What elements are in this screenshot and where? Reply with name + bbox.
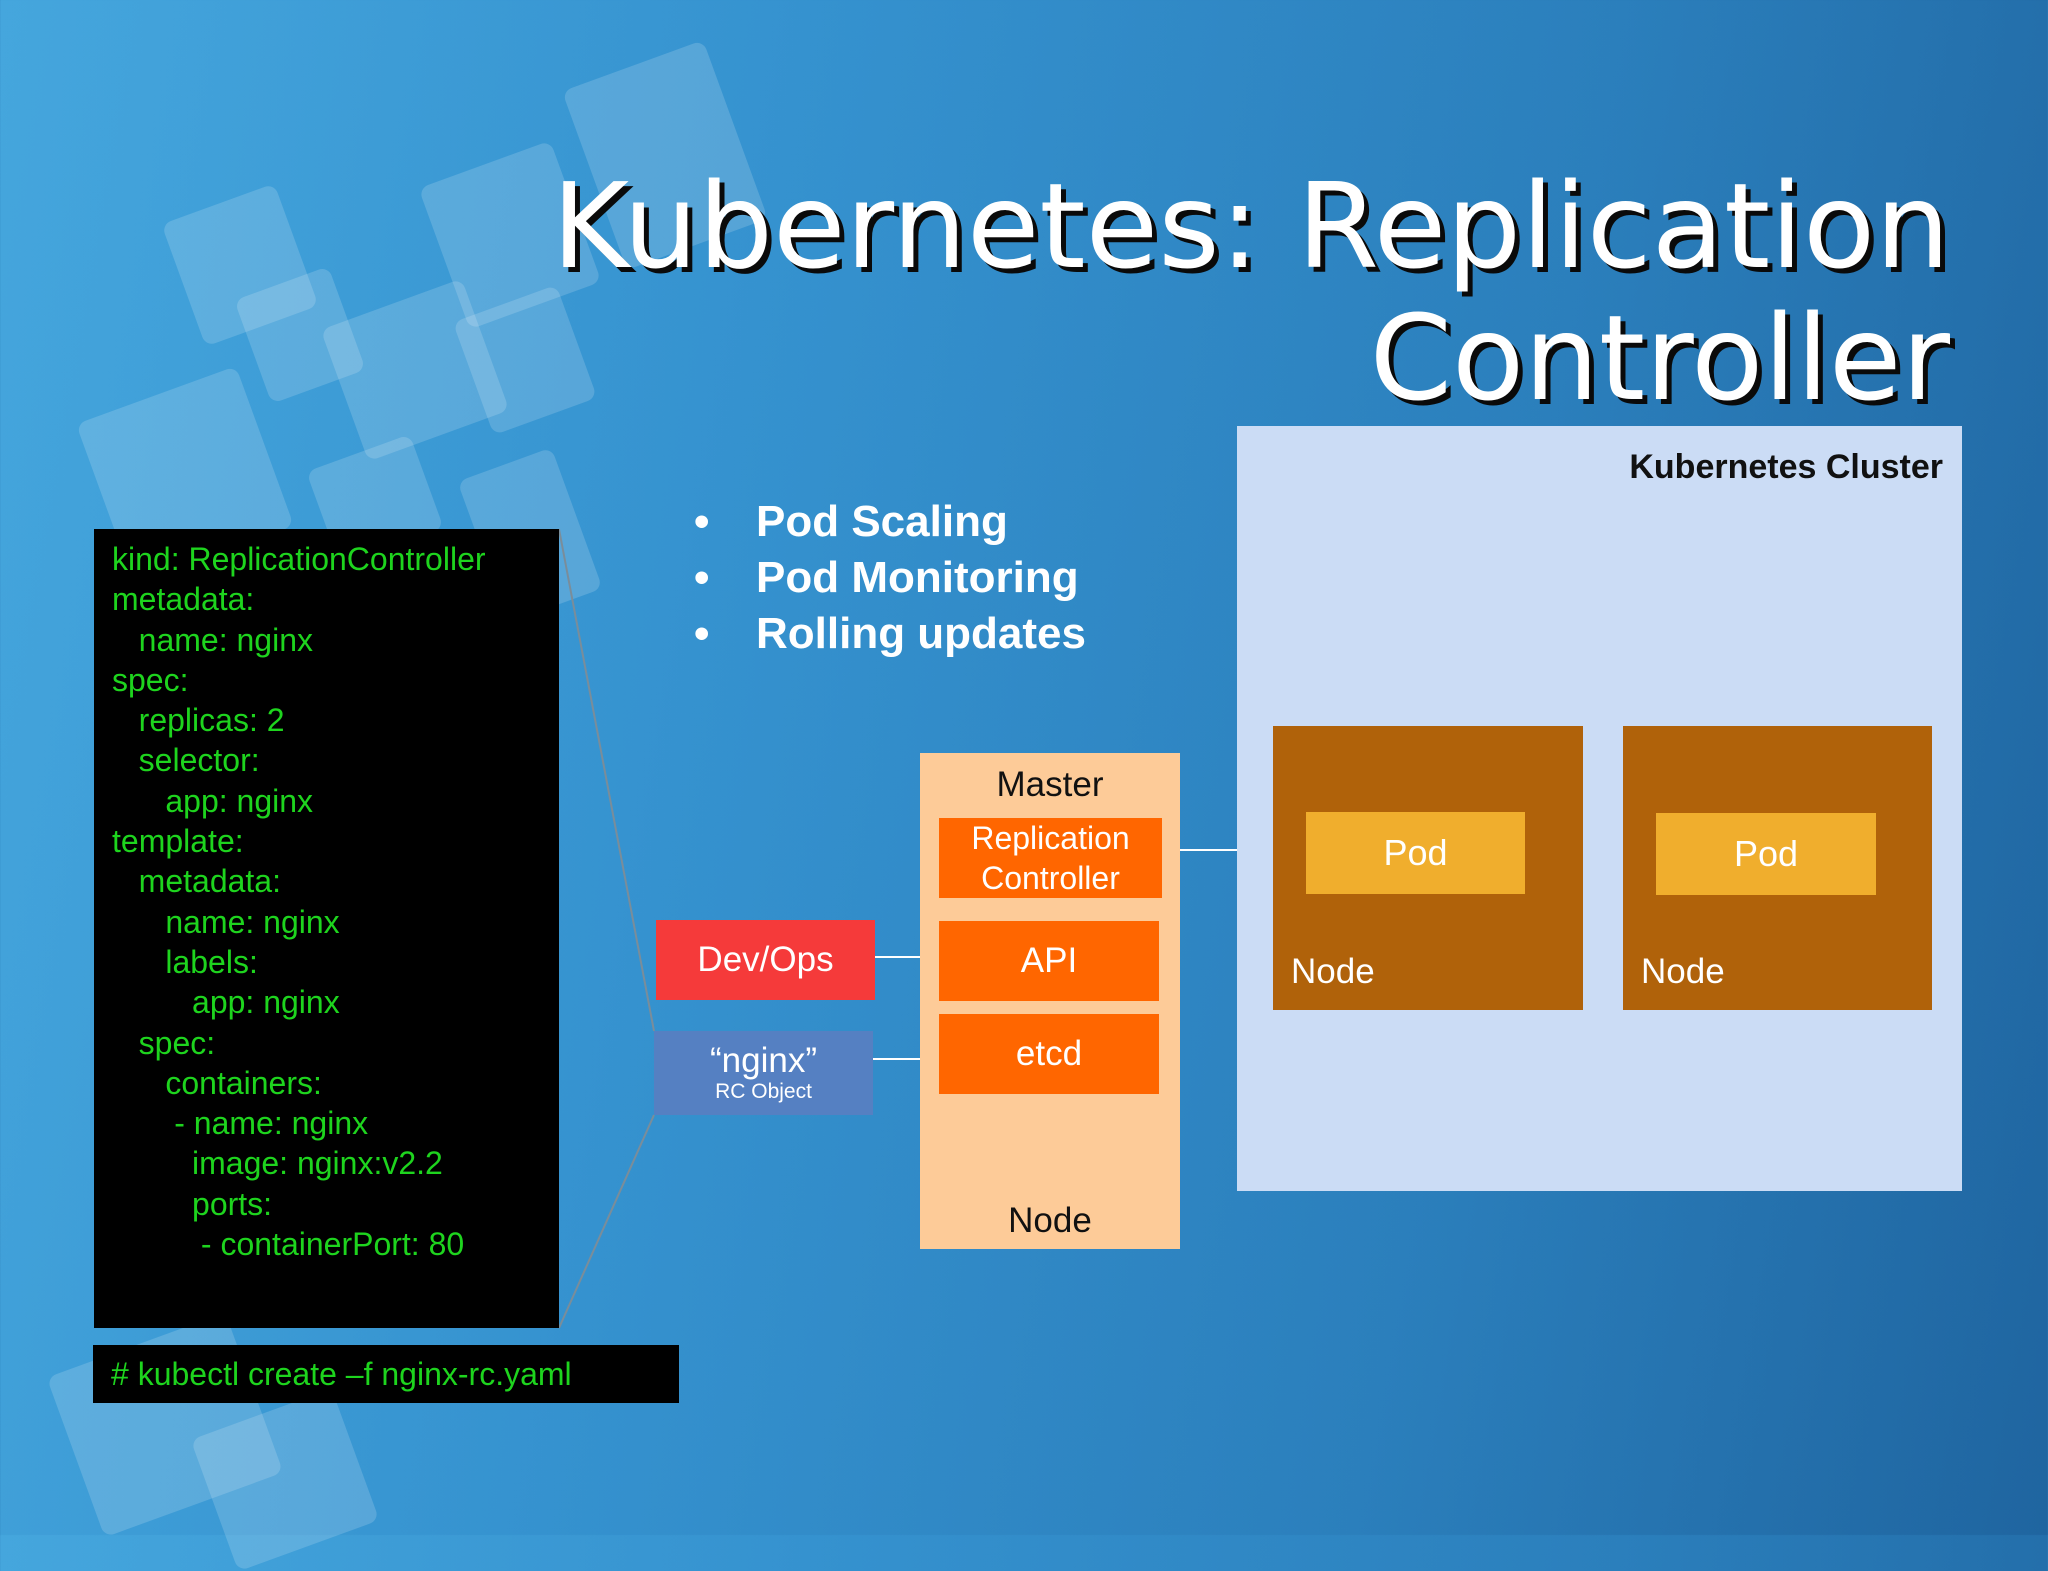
pod-2: Pod bbox=[1656, 813, 1876, 895]
yaml-line: app: nginx bbox=[112, 782, 314, 819]
kubectl-command: # kubectl create –f nginx-rc.yaml bbox=[93, 1345, 679, 1403]
yaml-line: kind: ReplicationController bbox=[112, 541, 486, 577]
rc-object-box: “nginx” RC Object bbox=[654, 1031, 873, 1115]
yaml-line: image: nginx:v2.2 bbox=[112, 1145, 443, 1182]
yaml-code-box: kind: ReplicationController metadata: nam… bbox=[94, 529, 559, 1328]
bullet-item: Rolling updates bbox=[694, 606, 1086, 662]
yaml-line: - containerPort: 80 bbox=[112, 1226, 465, 1263]
yaml-line: selector: bbox=[112, 742, 260, 779]
replication-controller-box: Replication Controller bbox=[939, 818, 1162, 898]
yaml-line: - name: nginx bbox=[112, 1105, 369, 1142]
rc-label-line2: Controller bbox=[981, 860, 1120, 896]
node-label: Node bbox=[1291, 952, 1375, 991]
slide-title-line2: Controller bbox=[1369, 289, 1950, 427]
feature-bullets: Pod Scaling Pod Monitoring Rolling updat… bbox=[694, 494, 1086, 662]
pod-1: Pod bbox=[1306, 812, 1525, 894]
slide-title: Kubernetes: Replication Controller bbox=[552, 160, 1950, 424]
yaml-line: name: nginx bbox=[112, 621, 313, 658]
callout-line-top bbox=[558, 528, 655, 1032]
callout-line-bottom bbox=[558, 1114, 655, 1329]
node-label: Node bbox=[1641, 952, 1725, 991]
slide-title-line1: Kubernetes: Replication bbox=[551, 157, 1950, 295]
yaml-line: labels: bbox=[112, 943, 258, 980]
bullet-item: Pod Monitoring bbox=[694, 550, 1086, 606]
rc-object-sublabel: RC Object bbox=[715, 1080, 812, 1103]
yaml-line: spec: bbox=[112, 661, 189, 698]
worker-node-1: Pod Node bbox=[1273, 726, 1583, 1010]
devops-box: Dev/Ops bbox=[656, 920, 875, 1000]
yaml-line: metadata: bbox=[112, 581, 255, 618]
rc-label-line1: Replication bbox=[971, 820, 1130, 856]
etcd-box: etcd bbox=[939, 1014, 1159, 1094]
api-box: API bbox=[939, 921, 1159, 1001]
yaml-line: spec: bbox=[112, 1024, 216, 1061]
yaml-line: template: bbox=[112, 823, 244, 860]
yaml-line: replicas: 2 bbox=[112, 702, 285, 739]
cluster-title: Kubernetes Cluster bbox=[1629, 448, 1943, 486]
master-node-label: Node bbox=[1008, 1201, 1092, 1240]
master-title: Master bbox=[996, 765, 1104, 804]
yaml-line: containers: bbox=[112, 1064, 322, 1101]
yaml-line: ports: bbox=[112, 1185, 273, 1222]
yaml-line: app: nginx bbox=[112, 984, 340, 1021]
worker-node-2: Pod Node bbox=[1623, 726, 1932, 1010]
yaml-line: name: nginx bbox=[112, 903, 340, 940]
bullet-item: Pod Scaling bbox=[694, 494, 1086, 550]
master-node: Master Replication Controller API etcd N… bbox=[920, 753, 1180, 1249]
rc-object-name: “nginx” bbox=[710, 1041, 817, 1080]
yaml-line: metadata: bbox=[112, 863, 281, 900]
